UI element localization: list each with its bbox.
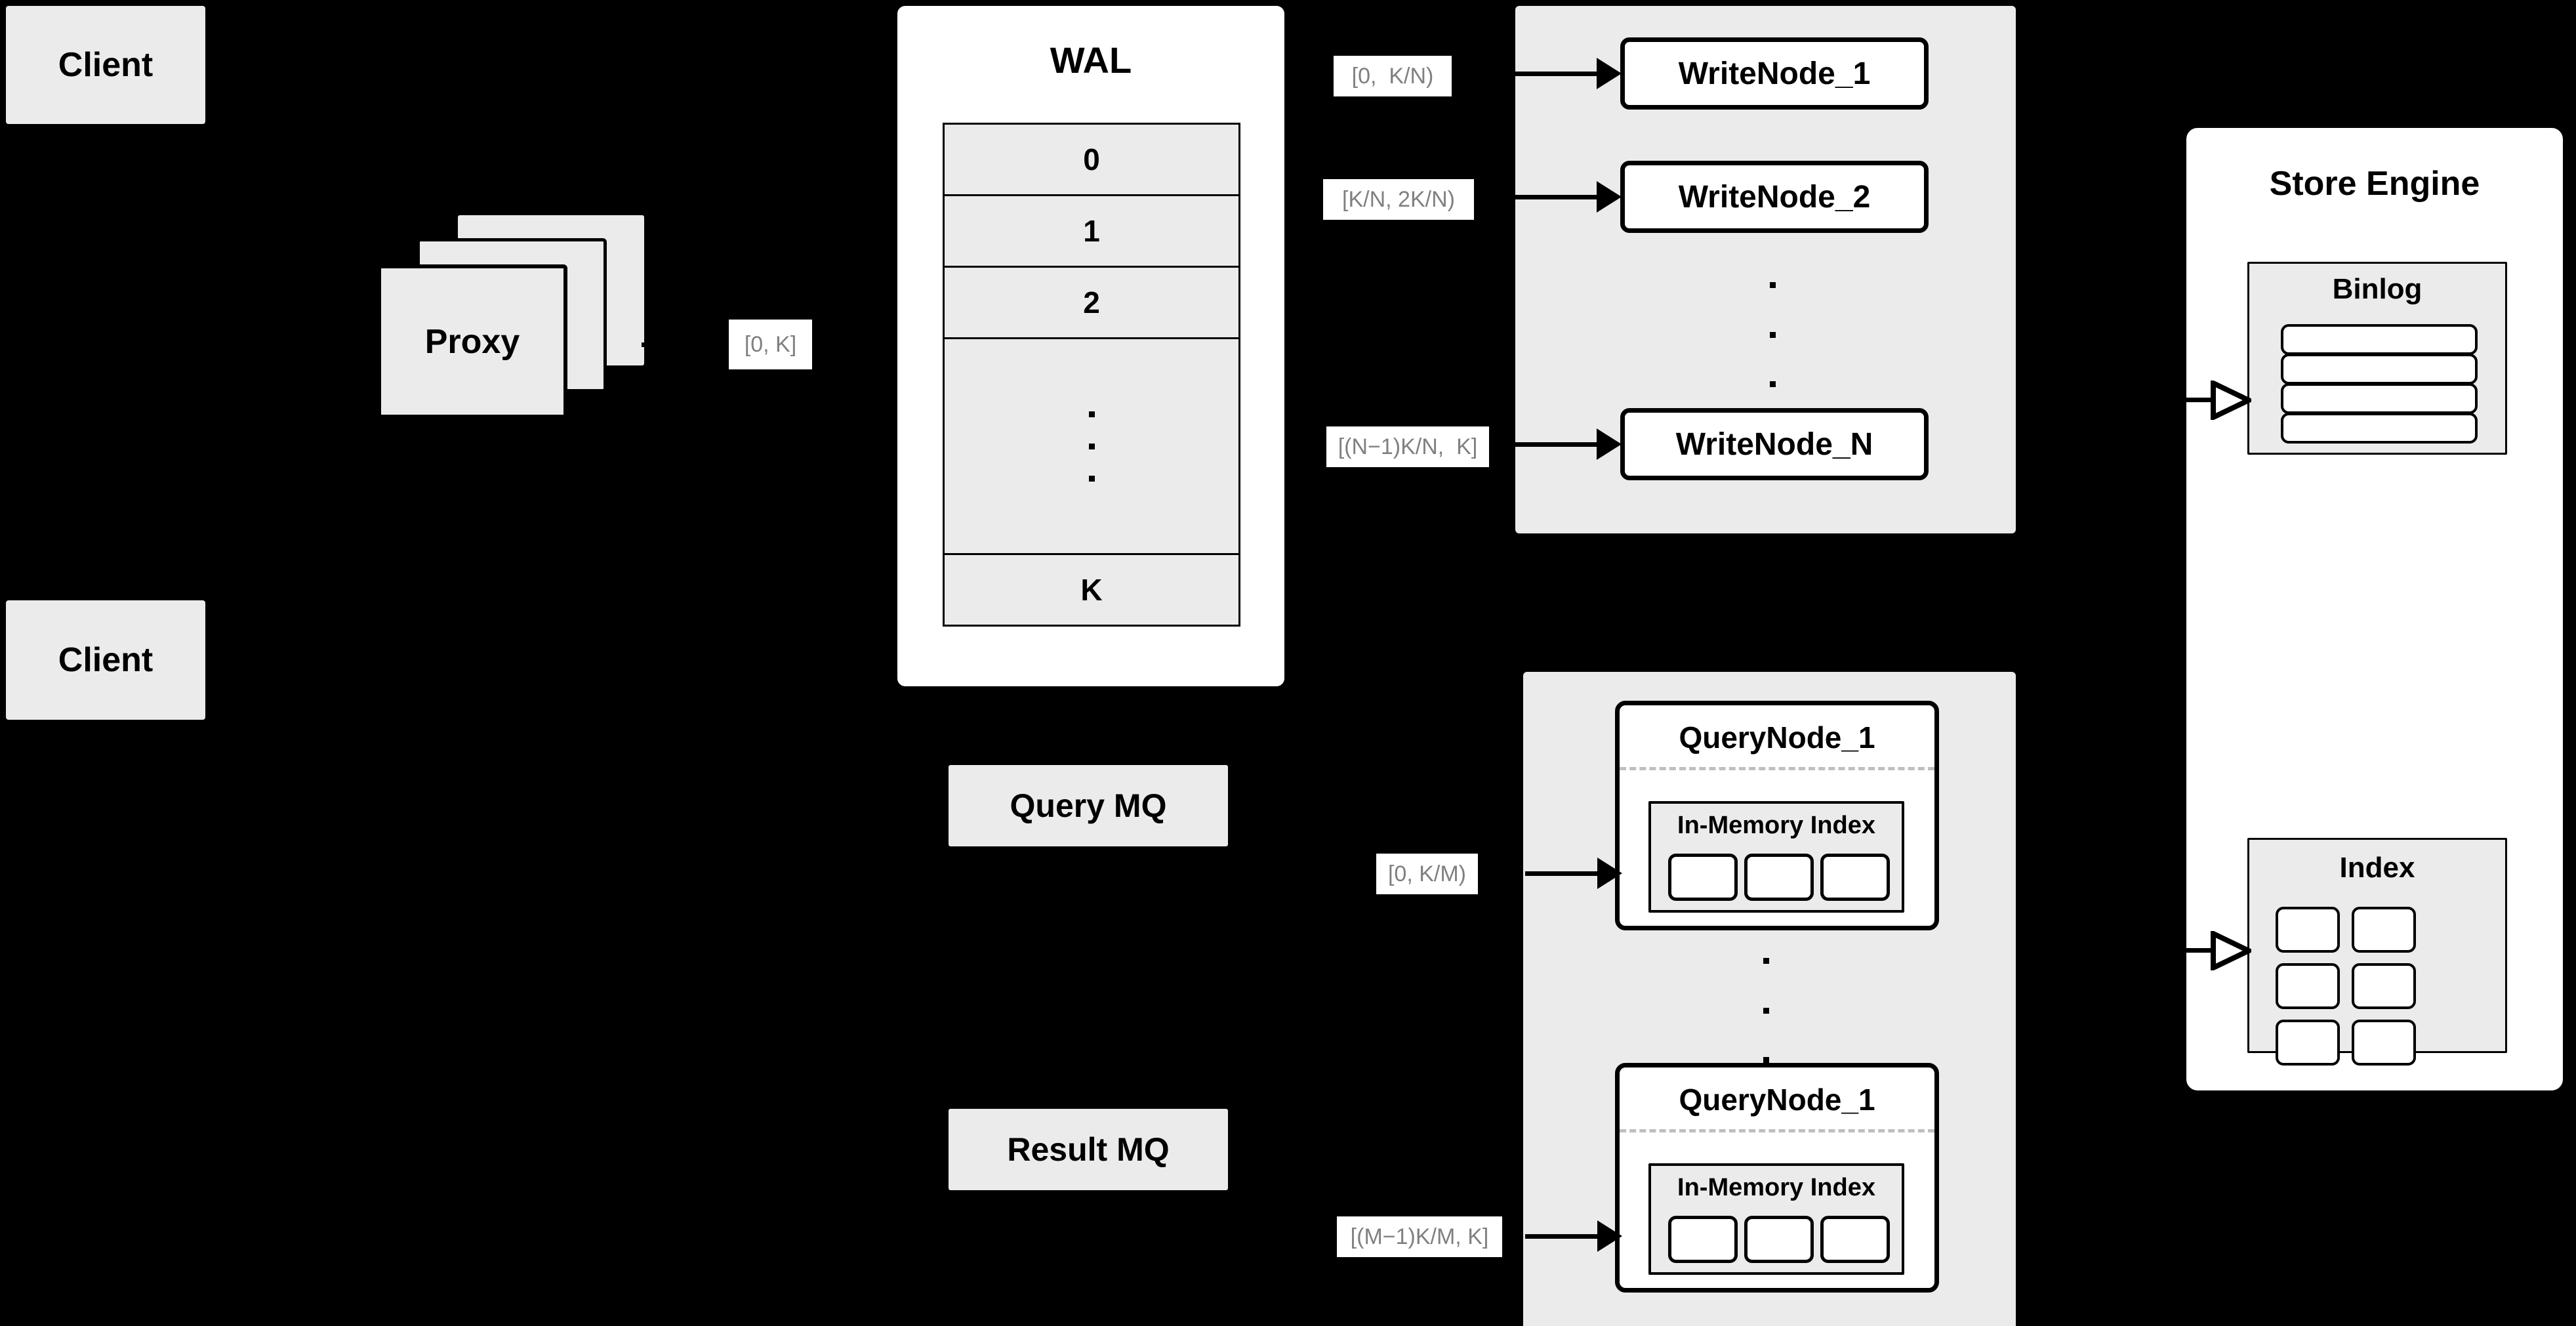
query-node-ellipsis-dot-2 — [1763, 1007, 1769, 1014]
wal-cells: 0 1 2 K — [943, 123, 1240, 628]
range-label-write-node-1: [0, K/N) — [1334, 56, 1452, 96]
query-node-m[interactable]: QueryNode_1 In-Memory Index — [1615, 1063, 1939, 1293]
index-title: Index — [2339, 852, 2415, 884]
client-label-1: Client — [58, 46, 153, 84]
arrow-to-query-node-m — [1525, 1220, 1624, 1252]
query-node-m-segment-3[interactable] — [1820, 1216, 1890, 1263]
write-node-ellipsis — [1768, 282, 1776, 387]
query-node-1-separator — [1620, 767, 1934, 770]
index-cell-5[interactable] — [2276, 1020, 2340, 1066]
index-panel: Index — [2247, 838, 2507, 1066]
query-node-m-separator — [1620, 1129, 1934, 1132]
store-engine-title: Store Engine — [2269, 165, 2480, 203]
wal-ellipsis-dot-1 — [1088, 411, 1095, 417]
query-node-1-title: QueryNode_1 — [1679, 720, 1875, 755]
binlog-title: Binlog — [2332, 273, 2423, 305]
proxy-connector-stub — [642, 342, 663, 347]
query-node-m-segments — [1668, 1216, 1890, 1263]
query-node-m-segment-2[interactable] — [1744, 1216, 1814, 1263]
wal-cell-2[interactable]: 2 — [943, 266, 1240, 339]
range-label-write-node-2: [K/N, 2K/N) — [1323, 179, 1474, 220]
client-box-2[interactable]: Client — [5, 599, 207, 721]
query-node-m-memory-index-title: In-Memory Index — [1677, 1174, 1875, 1201]
proxy-box[interactable]: Proxy — [377, 264, 567, 419]
wal-cell-k[interactable]: K — [943, 553, 1240, 627]
binlog-row-1[interactable] — [2281, 324, 2478, 355]
open-arrowhead-binlog-icon — [2211, 381, 2251, 420]
proxy-label: Proxy — [424, 322, 520, 361]
query-node-1[interactable]: QueryNode_1 In-Memory Index — [1615, 701, 1939, 930]
write-node-ellipsis-dot-3 — [1769, 381, 1776, 387]
range-label-query-node-m: [(M−1)K/M, K] — [1337, 1216, 1502, 1257]
write-node-2-label: WriteNode_2 — [1678, 179, 1871, 215]
range-label-write-node-n: [(N−1)K/N, K] — [1326, 426, 1489, 467]
client-label-2: Client — [58, 641, 153, 679]
binlog-panel: Binlog — [2247, 262, 2507, 455]
query-mq-label: Query MQ — [1010, 787, 1167, 824]
index-cell-4[interactable] — [2352, 963, 2416, 1009]
query-node-1-segments — [1668, 854, 1890, 901]
write-node-ellipsis-dot-1 — [1769, 282, 1776, 288]
write-node-n[interactable]: WriteNode_N — [1620, 408, 1929, 480]
write-node-ellipsis-dot-2 — [1769, 331, 1776, 338]
arrow-to-query-node-1 — [1525, 858, 1624, 889]
index-cell-2[interactable] — [2352, 907, 2416, 953]
result-mq-box[interactable]: Result MQ — [947, 1107, 1230, 1192]
client-box-1[interactable]: Client — [5, 5, 207, 125]
query-node-ellipsis-dot-3 — [1763, 1057, 1769, 1063]
binlog-rows — [2281, 324, 2478, 444]
arrow-to-write-node-2 — [1515, 181, 1624, 213]
index-cell-3[interactable] — [2276, 963, 2340, 1009]
binlog-row-2[interactable] — [2281, 354, 2478, 384]
query-node-1-memory-index-title: In-Memory Index — [1677, 812, 1875, 839]
wal-cell-0[interactable]: 0 — [943, 123, 1240, 196]
wal-ellipsis-dot-2 — [1088, 443, 1095, 449]
query-node-1-memory-index: In-Memory Index — [1648, 801, 1904, 913]
wal-ellipsis-dot-3 — [1088, 475, 1095, 482]
write-node-2[interactable]: WriteNode_2 — [1620, 161, 1929, 233]
write-node-n-label: WriteNode_N — [1675, 426, 1873, 462]
index-cells — [2276, 907, 2484, 1066]
arrow-to-index — [2186, 931, 2258, 970]
wal-container: WAL 0 1 2 K — [896, 5, 1286, 688]
query-mq-box[interactable]: Query MQ — [947, 763, 1230, 848]
query-node-1-segment-3[interactable] — [1820, 854, 1890, 901]
query-node-1-segment-2[interactable] — [1744, 854, 1814, 901]
query-node-ellipsis-dot-1 — [1763, 958, 1769, 964]
wal-cell-ellipsis — [943, 337, 1240, 555]
wal-cell-1[interactable]: 1 — [943, 194, 1240, 268]
open-arrowhead-index-icon — [2211, 931, 2251, 970]
index-cell-1[interactable] — [2276, 907, 2340, 953]
query-node-m-segment-1[interactable] — [1668, 1216, 1738, 1263]
query-node-m-title: QueryNode_1 — [1679, 1083, 1875, 1117]
proxy-stack[interactable]: Proxy — [377, 213, 659, 430]
index-cell-6[interactable] — [2352, 1020, 2416, 1066]
range-label-proxy-to-wal: [0, K] — [729, 320, 812, 369]
range-label-query-node-1: [0, K/M) — [1376, 854, 1478, 894]
query-node-ellipsis — [1762, 958, 1770, 1063]
result-mq-label: Result MQ — [1007, 1131, 1170, 1168]
wal-title: WAL — [1050, 39, 1132, 81]
write-node-1-label: WriteNode_1 — [1678, 56, 1871, 91]
arrow-to-write-node-n — [1515, 428, 1624, 460]
arrow-to-write-node-1 — [1515, 58, 1624, 89]
binlog-row-3[interactable] — [2281, 383, 2478, 414]
arrow-to-binlog — [2186, 381, 2258, 420]
store-engine-container: Store Engine Binlog Index — [2184, 126, 2565, 1092]
write-node-1[interactable]: WriteNode_1 — [1620, 37, 1929, 110]
binlog-row-4[interactable] — [2281, 413, 2478, 444]
query-node-1-segment-1[interactable] — [1668, 854, 1738, 901]
query-node-m-memory-index: In-Memory Index — [1648, 1163, 1904, 1275]
